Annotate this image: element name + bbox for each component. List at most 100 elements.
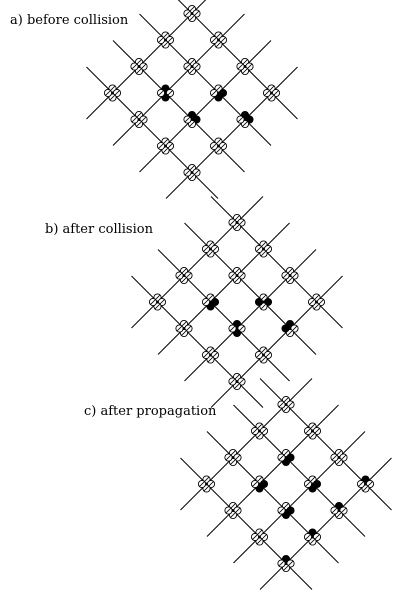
particle-slash (189, 121, 195, 127)
lattice-node (277, 501, 295, 520)
lattice-node (201, 346, 220, 364)
particle-slash (199, 481, 205, 487)
lattice-node (175, 266, 193, 285)
particle-slash (225, 507, 232, 514)
particle-filled (254, 297, 264, 307)
lattice-line (259, 457, 392, 590)
lattice-node (356, 475, 375, 493)
lattice-node (228, 319, 246, 338)
lattice-node (156, 84, 175, 102)
lattice-node (148, 293, 167, 311)
lattice-node (183, 110, 201, 129)
panel-a-lattice (86, 0, 298, 199)
lattice-line (233, 404, 366, 537)
particle-slash (336, 459, 342, 465)
particle-slash (203, 299, 209, 305)
particle-slash (305, 481, 311, 487)
particle-slash (336, 512, 342, 518)
particle-slash (287, 330, 293, 336)
lattice-node (201, 293, 220, 311)
particle-slash (287, 277, 293, 283)
lattice-node (303, 475, 322, 493)
lattice-node (130, 57, 148, 76)
particle-slash (229, 325, 236, 332)
lattice-line (210, 196, 343, 329)
particle-slash (176, 272, 183, 279)
lattice-node (277, 448, 295, 467)
particle-slash (158, 143, 164, 149)
particle-slash (229, 219, 236, 226)
panel-c-label: c) after propagation (84, 404, 217, 419)
particle-slash (242, 121, 248, 127)
lattice-node (250, 475, 269, 493)
particle-slash (278, 401, 285, 408)
particle-slash (309, 432, 316, 439)
particle-slash (358, 481, 364, 487)
lattice-node (228, 372, 246, 391)
particle-slash (158, 90, 164, 96)
particle-slash (309, 299, 315, 305)
particle-slash (203, 352, 209, 358)
panel-b-lattice (131, 196, 343, 408)
particle-slash (256, 352, 262, 358)
lattice-node (281, 266, 299, 285)
lattice-node (156, 31, 175, 49)
lattice-node (228, 266, 246, 285)
particle-slash (184, 116, 191, 123)
lattice-node (175, 319, 193, 338)
particle-slash (264, 90, 270, 96)
lattice-line (112, 40, 245, 173)
lattice-line (180, 457, 313, 590)
particle-slash (237, 63, 244, 70)
particle-slash (189, 15, 195, 21)
lattice-node (183, 57, 201, 76)
particle-slash (331, 507, 338, 514)
lattice-node (224, 448, 242, 467)
lattice-node (209, 31, 228, 49)
particle-slash (203, 485, 210, 492)
lattice-line (139, 13, 272, 146)
lattice-node (183, 4, 201, 23)
lattice-node (262, 84, 281, 102)
particle-slash (230, 459, 236, 465)
particle-slash (252, 428, 258, 434)
lattice-line (131, 275, 264, 408)
lattice-line (131, 196, 264, 329)
lattice-node (183, 163, 201, 182)
particle-slash (230, 512, 236, 518)
lattice-line (139, 40, 272, 173)
particle-slash (181, 277, 187, 283)
particle-slash (105, 90, 111, 96)
particle-slash (162, 147, 169, 154)
lattice-line (112, 13, 245, 146)
lattice-line (157, 249, 290, 382)
particle-slash (211, 90, 217, 96)
lattice-node (197, 475, 216, 493)
particle-slash (260, 356, 267, 363)
particle-slash (278, 507, 285, 514)
lattice-node (254, 346, 273, 364)
particle-slash (136, 68, 142, 74)
lattice-node (130, 110, 148, 129)
lattice-node (307, 293, 326, 311)
lattice-node (277, 554, 295, 573)
lattice-line (165, 66, 298, 199)
particle-filled (281, 324, 290, 333)
lattice-line (210, 275, 343, 408)
particle-slash (252, 481, 258, 487)
particle-slash (184, 63, 191, 70)
lattice-node (330, 448, 348, 467)
lattice-line (180, 378, 313, 511)
particle-slash (260, 250, 267, 257)
particle-slash (136, 121, 142, 127)
lattice-line (206, 404, 339, 537)
lattice-node (103, 84, 122, 102)
lattice-node (156, 137, 175, 155)
lattice-node (236, 110, 254, 129)
particle-slash (203, 246, 209, 252)
panel-b-label: b) after collision (45, 222, 153, 237)
particle-slash (225, 454, 232, 461)
lattice-node (277, 395, 295, 414)
particle-slash (313, 303, 320, 310)
